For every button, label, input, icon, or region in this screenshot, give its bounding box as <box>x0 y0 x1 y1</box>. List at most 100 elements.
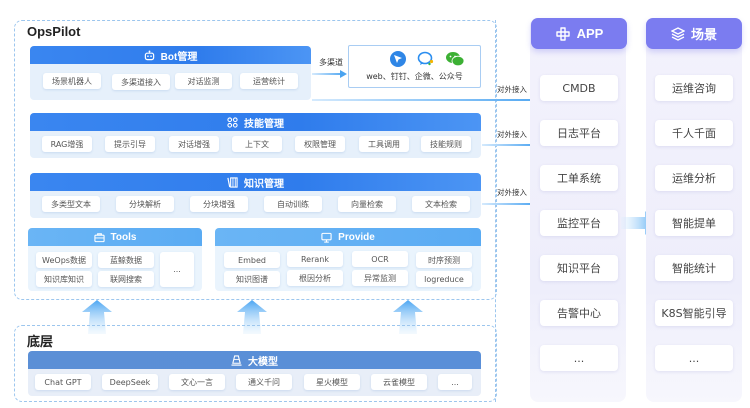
tools-panel: Tools WeOps数据 蓝鲸数据 知识库知识 联网搜索 ... <box>28 228 202 291</box>
knowledge-panel-title: 知识管理 <box>244 178 284 190</box>
knowledge-item: 分块增强 <box>190 196 248 212</box>
app-icon <box>555 26 571 42</box>
apps-grid-icon <box>227 116 238 128</box>
tools-item: 知识库知识 <box>36 271 92 287</box>
tools-item: 联网搜索 <box>98 271 154 287</box>
scene-item: 智能统计 <box>655 255 733 281</box>
bot-panel: Bot管理 场景机器人 多渠道接入 对话监测 运营统计 <box>30 46 311 100</box>
base-container <box>14 325 497 402</box>
app-column-header: APP <box>531 18 627 49</box>
llm-item: Chat GPT <box>35 374 91 390</box>
app-item: CMDB <box>540 75 618 101</box>
skill-panel-title: 技能管理 <box>244 118 284 130</box>
provide-panel: Provide Embed Rerank OCR 时序预测 知识图谱 根因分析 … <box>215 228 481 291</box>
dingtalk-icon <box>417 51 435 67</box>
provide-item: Rerank <box>287 251 343 267</box>
llm-item: DeepSeek <box>102 374 158 390</box>
knowledge-panel-header: 知识管理 <box>30 173 481 191</box>
scene-item: 千人千面 <box>655 120 733 146</box>
toolbox-icon <box>93 232 105 243</box>
web-icon <box>390 51 406 67</box>
bot-item: 多渠道接入 <box>112 74 170 90</box>
skill-item: 对话增强 <box>169 136 219 152</box>
app-item-more: ... <box>540 345 618 371</box>
external-arrow-2 <box>482 144 532 146</box>
llm-item: 通义千问 <box>236 374 292 390</box>
provide-item: 根因分析 <box>287 270 343 286</box>
opspilot-title: OpsPilot <box>27 24 81 39</box>
llm-item: 云雀模型 <box>371 374 427 390</box>
provide-item: Embed <box>224 252 280 268</box>
provide-item: logreduce <box>416 271 472 287</box>
scene-column-title: 场景 <box>690 27 717 42</box>
wechat-icon <box>445 51 465 67</box>
tools-item: WeOps数据 <box>36 252 92 268</box>
provide-panel-title: Provide <box>338 231 375 243</box>
skill-item: 上下文 <box>232 136 282 152</box>
channel-label: 多渠道 <box>319 58 343 67</box>
skill-item: 提示引导 <box>105 136 155 152</box>
llm-item-more: ... <box>438 374 472 390</box>
bot-item: 场景机器人 <box>43 73 101 89</box>
opspilot-container <box>14 20 497 300</box>
books-icon <box>227 176 238 188</box>
app-column-title: APP <box>576 26 604 41</box>
tools-item-more: ... <box>160 252 194 287</box>
model-icon <box>231 354 242 366</box>
knowledge-item: 多类型文本 <box>42 196 100 212</box>
channel-arrow-head <box>340 70 347 78</box>
skill-panel-header: 技能管理 <box>30 113 481 131</box>
base-title: 底层 <box>27 334 54 349</box>
skill-item: 工具调用 <box>359 136 409 152</box>
provide-item: OCR <box>352 251 408 267</box>
robot-icon <box>144 50 155 61</box>
llm-panel: 大模型 Chat GPT DeepSeek 文心一言 通义千问 星火模型 云雀模… <box>28 351 481 396</box>
skill-item: 权限管理 <box>295 136 345 152</box>
tools-panel-title: Tools <box>110 231 137 243</box>
external-label-2: 对外接入 <box>497 130 527 139</box>
bot-item: 运营统计 <box>240 73 298 89</box>
scene-item: 运维分析 <box>655 165 733 191</box>
scene-column-header: 场景 <box>646 18 742 49</box>
scene-item: 智能提单 <box>655 210 733 236</box>
app-item: 监控平台 <box>540 210 618 236</box>
app-item: 告警中心 <box>540 300 618 326</box>
provide-item: 知识图谱 <box>224 271 280 287</box>
monitor-icon <box>321 232 332 243</box>
channel-text: web、钉钉、企微、公众号 <box>366 72 463 81</box>
bot-panel-header: Bot管理 <box>30 46 311 64</box>
external-arrow-3 <box>482 203 532 205</box>
channel-box: web、钉钉、企微、公众号 <box>348 45 481 88</box>
channel-arrow <box>312 73 342 75</box>
provide-item: 时序预测 <box>416 252 472 268</box>
llm-panel-title: 大模型 <box>248 356 278 368</box>
provide-item: 异常监测 <box>352 270 408 286</box>
llm-panel-header: 大模型 <box>28 351 481 369</box>
scene-item: K8S智能引导 <box>655 300 733 326</box>
tools-item: 蓝鲸数据 <box>98 252 154 268</box>
layers-icon <box>670 26 685 41</box>
llm-item: 星火模型 <box>304 374 360 390</box>
app-item: 工单系统 <box>540 165 618 191</box>
app-item: 日志平台 <box>540 120 618 146</box>
external-label-1: 对外接入 <box>497 85 527 94</box>
external-label-3: 对外接入 <box>497 188 527 197</box>
bot-item: 对话监测 <box>175 73 232 89</box>
knowledge-item: 分块解析 <box>116 196 174 212</box>
tools-panel-header: Tools <box>28 228 202 246</box>
external-arrow-1 <box>312 99 532 101</box>
provide-panel-header: Provide <box>215 228 481 246</box>
knowledge-item: 自动训练 <box>264 196 322 212</box>
skill-panel: 技能管理 RAG增强 提示引导 对话增强 上下文 权限管理 工具调用 技能规则 <box>30 113 481 158</box>
app-item: 知识平台 <box>540 255 618 281</box>
skill-item: 技能规则 <box>421 136 471 152</box>
skill-item: RAG增强 <box>42 136 92 152</box>
knowledge-item: 文本检索 <box>412 196 470 212</box>
scene-item: 运维咨询 <box>655 75 733 101</box>
bot-panel-title: Bot管理 <box>160 51 198 63</box>
knowledge-item: 向量检索 <box>338 196 396 212</box>
external-divider <box>495 20 496 402</box>
knowledge-panel: 知识管理 多类型文本 分块解析 分块增强 自动训练 向量检索 文本检索 <box>30 173 481 218</box>
scene-item-more: ... <box>655 345 733 371</box>
llm-item: 文心一言 <box>169 374 225 390</box>
